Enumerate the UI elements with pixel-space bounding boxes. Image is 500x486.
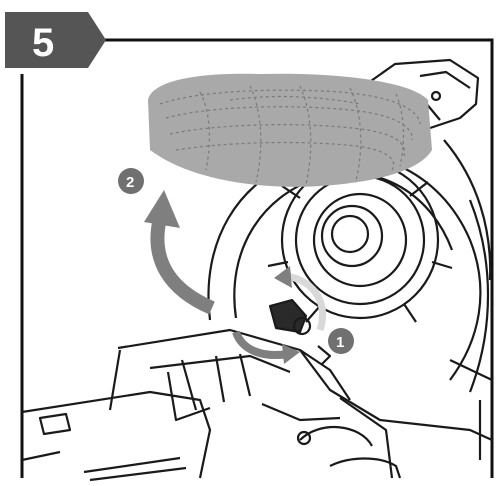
curved-arrow-rotate [232, 266, 327, 364]
callout-2-badge: 2 [118, 168, 144, 194]
callout-1-badge: 1 [328, 328, 354, 354]
callout-2-label: 2 [126, 174, 134, 191]
step-number: 5 [32, 21, 54, 65]
step-badge: 5 [5, 12, 106, 68]
dust-bag [148, 73, 432, 187]
illustration-frame [20, 38, 494, 478]
curved-arrow-lift [144, 190, 215, 315]
callout-1-label: 1 [336, 334, 344, 351]
miter-saw-drawing [21, 58, 493, 482]
